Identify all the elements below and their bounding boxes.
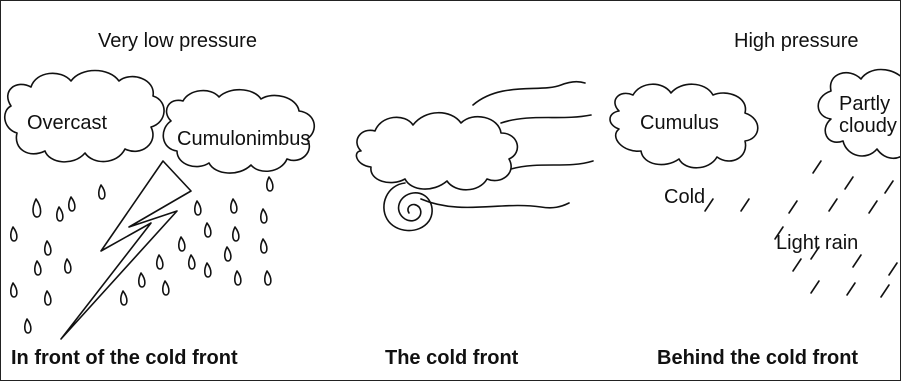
rain-dash <box>852 254 862 268</box>
cumulus-label: Cumulus <box>640 112 719 134</box>
raindrop <box>203 262 212 278</box>
raindrop <box>43 240 52 256</box>
raindrop <box>9 226 18 242</box>
raindrop <box>43 290 52 306</box>
raindrop <box>23 318 32 334</box>
lightning-bolt <box>60 160 192 340</box>
raindrop <box>223 246 232 262</box>
raindrop <box>155 254 164 270</box>
front-cloud <box>355 111 519 191</box>
light-rain-label: Light rain <box>776 232 859 254</box>
rain-dash <box>792 258 802 272</box>
rain-dash <box>704 198 714 212</box>
heavy-raindrops <box>9 176 274 334</box>
rain-dash <box>884 180 894 194</box>
wind-line-3 <box>510 160 594 170</box>
raindrop <box>203 222 212 238</box>
raindrop <box>265 176 274 192</box>
rain-dash <box>844 176 854 190</box>
raindrop <box>177 236 186 252</box>
raindrop <box>33 260 42 276</box>
raindrop <box>231 226 240 242</box>
cumulus-cloud <box>609 83 759 169</box>
raindrop <box>97 184 106 200</box>
partly-cloudy-label: Partly cloudy <box>839 93 897 137</box>
rain-dash <box>888 262 898 276</box>
raindrop <box>67 196 76 212</box>
raindrop <box>259 208 268 224</box>
raindrop <box>233 270 242 286</box>
raindrop <box>32 198 42 218</box>
rain-dash <box>868 200 878 214</box>
raindrop <box>229 198 238 214</box>
rain-dash <box>788 200 798 214</box>
rain-dash <box>740 198 750 212</box>
rain-dash <box>880 284 890 298</box>
partly-cloudy-cloud <box>817 68 900 160</box>
rain-dash <box>812 160 822 174</box>
caption-in-front: In front of the cold front <box>11 347 238 369</box>
rain-dash <box>828 198 838 212</box>
wind-line-4 <box>420 198 570 209</box>
raindrop <box>263 270 272 286</box>
light-rain-dashes <box>704 160 898 298</box>
cold-label: Cold <box>664 186 706 208</box>
rain-dash <box>846 282 856 296</box>
rain-dash <box>774 226 784 240</box>
raindrop <box>259 238 268 254</box>
overcast-cloud <box>4 69 165 163</box>
raindrop <box>9 282 18 298</box>
raindrop <box>193 200 202 216</box>
cumulonimbus-cloud <box>162 88 316 174</box>
caption-behind: Behind the cold front <box>657 347 859 369</box>
very-low-pressure-label: Very low pressure <box>98 30 257 52</box>
rain-dash <box>810 246 820 260</box>
caption-cold-front: The cold front <box>385 347 519 369</box>
raindrop <box>55 206 64 222</box>
wind-line-1 <box>472 80 586 106</box>
raindrop <box>137 272 146 288</box>
raindrop <box>187 254 196 270</box>
cumulonimbus-label: Cumulonimbus <box>177 128 311 150</box>
high-pressure-label: High pressure <box>734 30 859 52</box>
overcast-label: Overcast <box>27 112 108 134</box>
rain-dash <box>810 280 820 294</box>
raindrop <box>63 258 72 274</box>
raindrop <box>119 290 128 306</box>
wind-line-2 <box>500 114 592 124</box>
raindrop <box>161 280 170 296</box>
spiral <box>383 182 433 232</box>
